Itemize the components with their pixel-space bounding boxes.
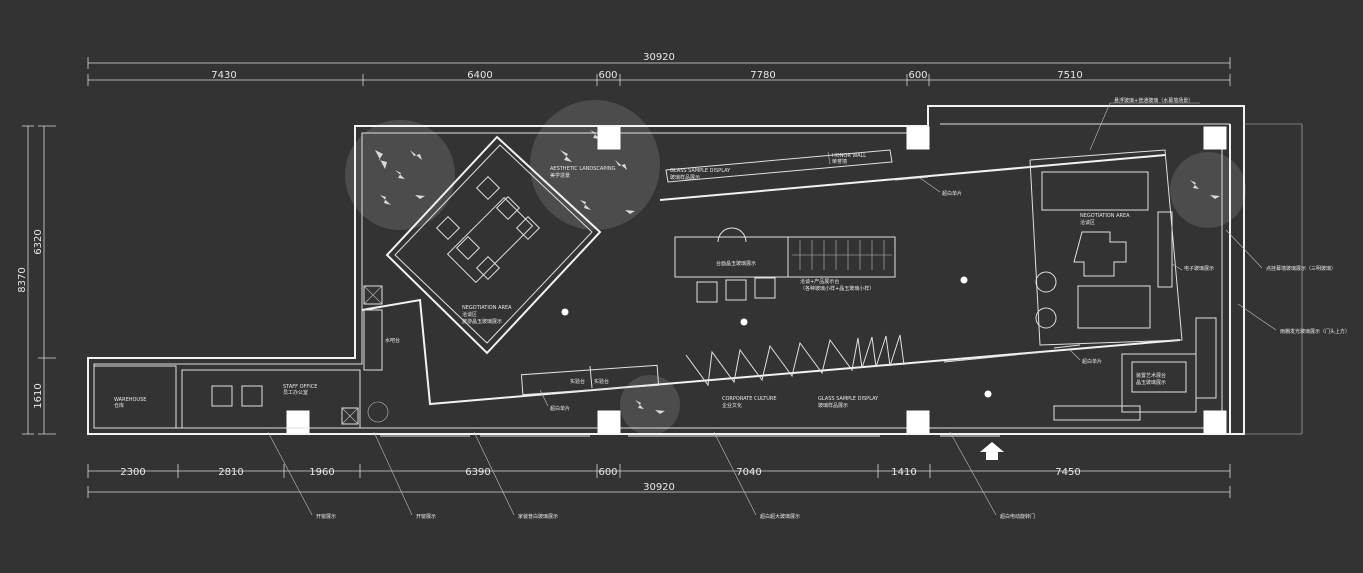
exterior-walls xyxy=(87,105,1303,435)
top-dimension-chain: 30920 7430 6400 600 7780 600 7510 xyxy=(87,52,1231,86)
tree-icon xyxy=(345,120,455,230)
left-dimension-chain: 8370 6320 1610 xyxy=(17,125,56,435)
water-bar: 水吧台 xyxy=(385,337,400,344)
dim-bottom-5: 600 xyxy=(598,467,617,478)
side-table-icon xyxy=(1035,307,1057,329)
entrance-arrow-icon xyxy=(980,442,1004,460)
lab-bench-1: 实验台 xyxy=(570,378,585,385)
lab-benches: 实验台 实验台 xyxy=(520,364,660,396)
dim-bottom-total: 30920 xyxy=(643,482,675,493)
staff-office-cn: 员工办公室 xyxy=(283,389,308,396)
corporate-culture-en: CORPORATE CULTURE xyxy=(722,396,777,402)
aesthetic-landscaping-cn: 美学造景 xyxy=(550,172,570,179)
product-display-2: （各种玻璃小样+晶玉玻璃小样） xyxy=(800,285,874,292)
negotiation-right-en: NEGOTIATION AREA xyxy=(1080,213,1130,219)
dim-top-5: 600 xyxy=(908,70,927,81)
side-table-icon xyxy=(1035,271,1057,293)
tree-icon xyxy=(530,100,660,230)
bottom-dimension-chain: 2300 2810 1960 6390 600 7040 1410 7450 3… xyxy=(87,464,1231,498)
dim-left-total: 8370 xyxy=(17,267,28,292)
desk-icon xyxy=(241,385,263,407)
coffee-table-icon xyxy=(1073,231,1127,277)
art-display-1: 装置艺术展台 xyxy=(1136,372,1166,379)
person-icon xyxy=(984,390,992,398)
person-icon xyxy=(740,318,748,326)
dim-top-total: 30920 xyxy=(643,52,675,63)
dim-bottom-1: 2300 xyxy=(120,467,145,478)
note-ultra-white-1: 超白单片 xyxy=(942,190,962,197)
person-icon xyxy=(561,308,569,316)
note-bottom-1: 开窗展示 xyxy=(316,513,336,520)
negotiation-left-en: NEGOTIATION AREA xyxy=(462,305,512,311)
dim-top-2: 6400 xyxy=(467,70,492,81)
glass-display-bottom-en: GLASS SAMPLE DISPLAY xyxy=(818,396,879,402)
back-rooms: STAFF OFFICE 员工办公室 WAREHOUSE 仓库 水吧台 xyxy=(114,285,400,425)
note-bottom-5: 超白电动旋转门 xyxy=(1000,513,1035,520)
sofa-icon xyxy=(1041,171,1149,211)
central-counter: 台面晶玉玻璃展示 洽谈+产品展示台 （各种玻璃小样+晶玉玻璃小样） xyxy=(674,227,896,303)
counter-label: 台面晶玉玻璃展示 xyxy=(716,260,756,267)
dim-left-1: 6320 xyxy=(33,229,44,254)
interior-partitions xyxy=(93,149,1183,429)
people-markers xyxy=(561,276,992,398)
dim-top-4: 7780 xyxy=(750,70,775,81)
negotiation-area-left: NEGOTIATION AREA 洽谈区 旅游晶玉玻璃展示 xyxy=(385,135,602,355)
dim-bottom-7: 1410 xyxy=(891,467,916,478)
meeting-table xyxy=(435,175,541,284)
bottom-glass-display: GLASS SAMPLE DISPLAY 玻璃样品展示 CORPORATE CU… xyxy=(685,334,905,409)
note-top-curtain: 悬浮玻璃+普通玻璃（水幕墙场景） xyxy=(1114,97,1193,104)
note-right-2: 雨棚发光玻璃展示（门头上方） xyxy=(1280,328,1350,335)
art-installation: 装置艺术展台 晶玉玻璃展示 xyxy=(1053,317,1217,421)
dim-bottom-2: 2810 xyxy=(218,467,243,478)
dim-left-2: 1610 xyxy=(33,383,44,408)
glass-display-top-en: GLASS SAMPLE DISPLAY xyxy=(670,168,731,174)
corporate-culture-cn: 企业文化 xyxy=(722,402,742,409)
glass-panes xyxy=(380,176,1081,437)
note-electronic-glass: 电子玻璃展示 xyxy=(1184,265,1214,272)
dim-bottom-3: 1960 xyxy=(309,467,334,478)
note-bottom-3: 家装普白玻璃展示 xyxy=(518,513,558,520)
note-ultra-white-3: 超白单片 xyxy=(550,405,570,412)
dim-bottom-6: 7040 xyxy=(736,467,761,478)
note-right-1: 点挂幕墙玻璃展示（三明玻璃） xyxy=(1266,265,1336,272)
lab-bench-2: 实验台 xyxy=(594,378,609,385)
tree-icon xyxy=(1170,152,1246,228)
aesthetic-landscaping-en: AESTHETIC LANDSCAPING xyxy=(550,166,616,172)
dim-bottom-4: 6390 xyxy=(465,467,490,478)
sofa-icon xyxy=(1077,285,1151,329)
glass-display-bottom-cn: 玻璃样品展示 xyxy=(818,402,848,409)
top-glass-display: GLASS SAMPLE DISPLAY 玻璃样品展示 HONOR WALL 荣… xyxy=(665,149,893,183)
tree-icon xyxy=(620,375,680,435)
stool-icon xyxy=(754,277,776,299)
negotiation-area-right: NEGOTIATION AREA 洽谈区 xyxy=(1035,171,1173,329)
dim-bottom-8: 7450 xyxy=(1055,467,1080,478)
dim-top-1: 7430 xyxy=(211,70,236,81)
stool-icon xyxy=(725,279,747,301)
landscape-trees xyxy=(345,100,1246,435)
negotiation-right-cn: 洽谈区 xyxy=(1080,219,1095,226)
product-display-1: 洽谈+产品展示台 xyxy=(800,278,839,285)
dim-top-3: 600 xyxy=(598,70,617,81)
note-bottom-4: 超白超大玻璃展示 xyxy=(760,513,800,520)
negotiation-left-cn: 洽谈区 xyxy=(462,311,477,318)
honor-wall-cn: 荣誉墙 xyxy=(832,158,847,165)
stool-icon xyxy=(696,281,718,303)
dim-top-6: 7510 xyxy=(1057,70,1082,81)
note-ultra-white-2: 超白单片 xyxy=(1082,358,1102,365)
staff-office-en: STAFF OFFICE xyxy=(283,384,317,390)
negotiation-left-sub: 旅游晶玉玻璃展示 xyxy=(462,318,502,325)
honor-wall-en: HONOR WALL xyxy=(832,153,866,159)
annotation-notes: 悬浮玻璃+普通玻璃（水幕墙场景） 点挂幕墙玻璃展示（三明玻璃） 雨棚发光玻璃展示… xyxy=(267,97,1350,520)
warehouse-cn: 仓库 xyxy=(114,402,124,409)
note-bottom-2: 开窗展示 xyxy=(416,513,436,520)
desk-icon xyxy=(211,385,233,407)
warehouse-en: WAREHOUSE xyxy=(114,397,146,403)
glass-display-top-cn: 玻璃样品展示 xyxy=(670,174,700,181)
person-icon xyxy=(960,276,968,284)
art-display-2: 晶玉玻璃展示 xyxy=(1136,379,1166,386)
chair-icon xyxy=(717,227,747,243)
